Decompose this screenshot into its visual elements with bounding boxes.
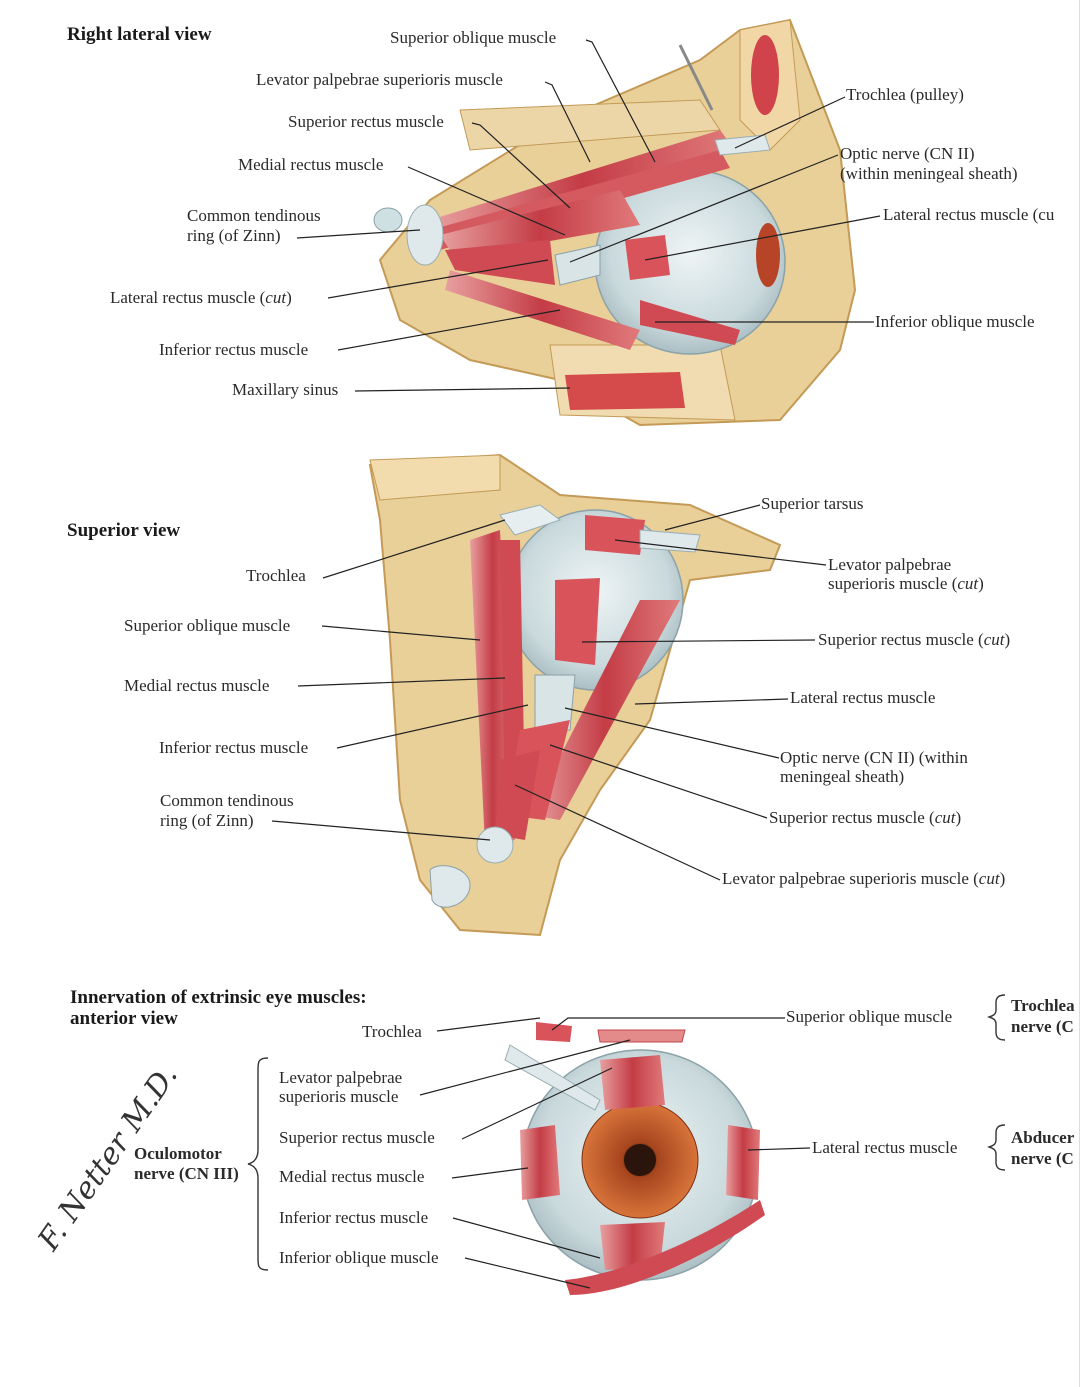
- superior-view-title: Superior view: [67, 520, 181, 541]
- label-optic-nerve-line2: (within meningeal sheath): [840, 164, 1018, 183]
- label-optic-nerve-line1: Optic nerve (CN II) (within: [780, 748, 968, 767]
- label-common-tendinous-ring-line2: ring (of Zinn): [187, 226, 281, 245]
- label-text: ): [1004, 630, 1011, 649]
- superior-view-illustration: [368, 453, 782, 937]
- label-levator-palpebrae-line1: Levator palpebrae: [279, 1068, 403, 1087]
- braces: [247, 994, 1006, 1271]
- label-common-tendinous-ring-line2: ring (of Zinn): [160, 811, 254, 830]
- label-text: Superior rectus muscle (: [769, 808, 935, 827]
- label-superior-rectus-muscle-cut-2: Superior rectus muscle (cut): [769, 808, 961, 827]
- label-lateral-rectus-muscle: Lateral rectus muscle: [812, 1138, 958, 1157]
- label-levator-palpebrae-cut-line1: Levator palpebrae: [828, 555, 952, 574]
- label-levator-palpebrae-superioris-muscle-cut: Levator palpebrae superioris muscle (cut…: [722, 869, 1005, 888]
- label-inferior-rectus-muscle: Inferior rectus muscle: [159, 738, 309, 757]
- leader-lines: [271, 39, 881, 1289]
- label-inferior-rectus-muscle: Inferior rectus muscle: [159, 340, 309, 359]
- label-superior-oblique-muscle: Superior oblique muscle: [124, 616, 291, 635]
- label-trochlear-nerve-line1: Trochlea: [1011, 996, 1075, 1015]
- label-levator-palpebrae-line2: superioris muscle: [279, 1087, 399, 1106]
- label-text: ): [955, 808, 962, 827]
- label-lateral-rectus-muscle: Lateral rectus muscle: [790, 688, 936, 707]
- anterior-view-illustration: [504, 1022, 765, 1295]
- label-text: Levator palpebrae superioris muscle (: [722, 869, 979, 888]
- label-inferior-rectus-muscle: Inferior rectus muscle: [279, 1208, 429, 1227]
- label-trochlear-nerve-line2: nerve (C: [1011, 1017, 1074, 1036]
- label-maxillary-sinus: Maxillary sinus: [232, 380, 339, 399]
- label-text: superioris muscle (: [828, 574, 958, 593]
- label-italic: cut: [957, 574, 979, 593]
- label-superior-rectus-muscle: Superior rectus muscle: [279, 1128, 435, 1147]
- anterior-view-title-line1: Innervation of extrinsic eye muscles:: [70, 987, 367, 1008]
- label-italic: cut: [983, 630, 1005, 649]
- label-medial-rectus-muscle: Medial rectus muscle: [238, 155, 384, 174]
- label-trochlea: Trochlea: [246, 566, 306, 585]
- label-superior-rectus-muscle-cut: Superior rectus muscle (cut): [818, 630, 1010, 649]
- label-levator-palpebrae-cut-line2: superioris muscle (cut): [828, 574, 984, 593]
- lateral-view-title: Right lateral view: [67, 24, 212, 45]
- lateral-view-illustration: [373, 18, 857, 427]
- label-optic-nerve-line1: Optic nerve (CN II): [840, 144, 975, 163]
- label-trochlea-pulley: Trochlea (pulley): [846, 85, 964, 104]
- label-superior-oblique-muscle: Superior oblique muscle: [786, 1007, 953, 1026]
- label-inferior-oblique-muscle: Inferior oblique muscle: [875, 312, 1035, 331]
- label-oculomotor-nerve-line2: nerve (CN III): [134, 1164, 239, 1183]
- label-common-tendinous-ring-line1: Common tendinous: [160, 791, 294, 810]
- label-text: Lateral rectus muscle (: [110, 288, 266, 307]
- label-lateral-rectus-muscle-right: Lateral rectus muscle (cu: [883, 205, 1055, 224]
- anterior-view-title-line2: anterior view: [70, 1008, 178, 1029]
- label-italic: cut: [934, 808, 956, 827]
- label-oculomotor-nerve-line1: Oculomotor: [134, 1144, 222, 1163]
- label-abducens-nerve-line1: Abducer: [1011, 1128, 1075, 1147]
- label-lateral-rectus-muscle-cut: Lateral rectus muscle (cut): [110, 288, 292, 307]
- label-common-tendinous-ring-line1: Common tendinous: [187, 206, 321, 225]
- label-superior-rectus-muscle: Superior rectus muscle: [288, 112, 444, 131]
- label-italic: cut: [978, 869, 1000, 888]
- label-text: ): [999, 869, 1006, 888]
- label-optic-nerve-line2: meningeal sheath): [780, 767, 905, 786]
- label-medial-rectus-muscle: Medial rectus muscle: [124, 676, 270, 695]
- label-text: Superior rectus muscle (: [818, 630, 984, 649]
- label-superior-oblique-muscle: Superior oblique muscle: [390, 28, 557, 47]
- label-inferior-oblique-muscle: Inferior oblique muscle: [279, 1248, 439, 1267]
- label-abducens-nerve-line2: nerve (C: [1011, 1149, 1074, 1168]
- label-medial-rectus-muscle: Medial rectus muscle: [279, 1167, 425, 1186]
- label-superior-tarsus: Superior tarsus: [761, 494, 864, 513]
- label-italic: cut: [265, 288, 287, 307]
- label-levator-palpebrae-superioris-muscle: Levator palpebrae superioris muscle: [256, 70, 503, 89]
- label-text: ): [978, 574, 984, 593]
- label-text: ): [286, 288, 292, 307]
- label-trochlea: Trochlea: [362, 1022, 422, 1041]
